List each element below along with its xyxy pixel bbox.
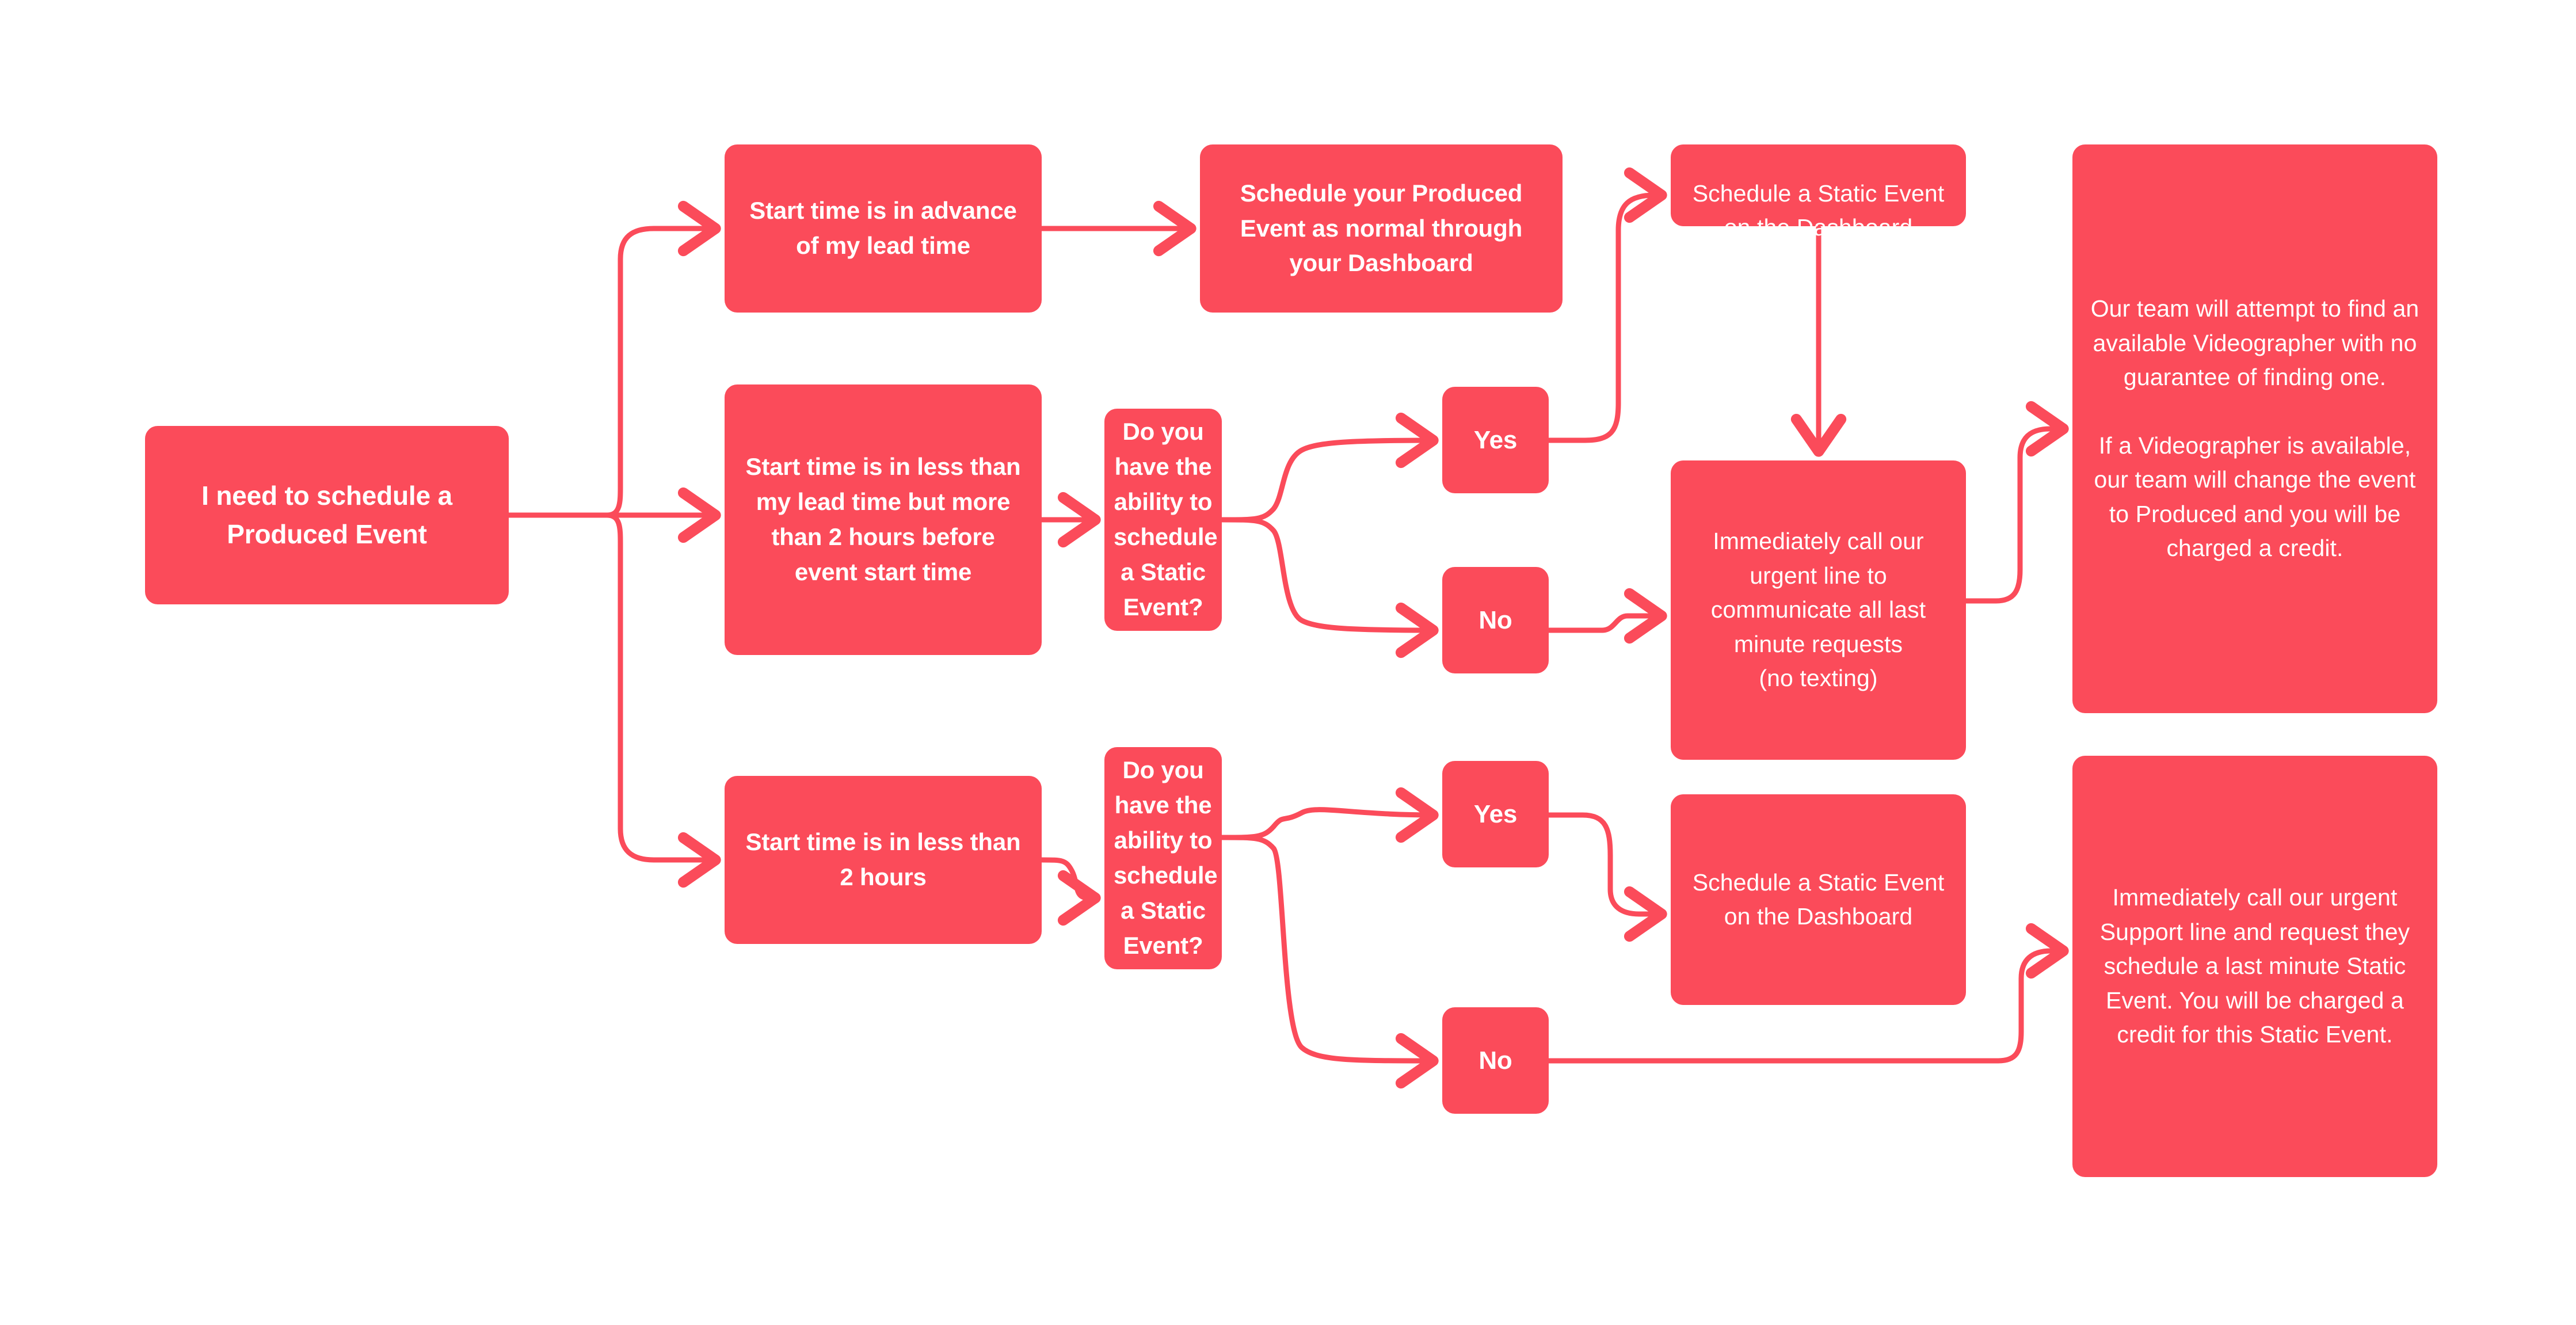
node-no-bottom[interactable]: No — [1442, 1007, 1549, 1114]
node-branch-less-lead[interactable]: Start time is in less than my lead time … — [725, 384, 1042, 655]
node-decision-bottom-label: Do you have the ability to schedule a St… — [1114, 756, 1218, 959]
edge-decision-mid-to-no — [1219, 517, 1439, 658]
edge-urgent-line-to-videographer — [1963, 401, 2069, 604]
node-branch-under-2h-label: Start time is in less than 2 hours — [745, 828, 1021, 890]
edge-start-to-advance — [506, 200, 721, 518]
edge-no-mid-to-urgent-line — [1546, 588, 1667, 644]
node-support-line-label: Immediately call our urgent Support line… — [2099, 884, 2410, 1048]
node-yes-mid[interactable]: Yes — [1442, 387, 1549, 493]
node-branch-under-2h[interactable]: Start time is in less than 2 hours — [725, 776, 1042, 944]
node-videographer-label: Our team will attempt to find an availab… — [2090, 295, 2419, 562]
node-branch-advance[interactable]: Start time is in advance of my lead time — [725, 144, 1042, 313]
node-start-label: I need to schedule a Produced Event — [201, 481, 452, 549]
node-yes-mid-label: Yes — [1473, 425, 1518, 454]
edge-start-to-under-2h — [506, 512, 721, 888]
node-start[interactable]: I need to schedule a Produced Event — [145, 426, 509, 604]
node-yes-bottom[interactable]: Yes — [1442, 761, 1549, 867]
node-no-mid[interactable]: No — [1442, 567, 1549, 673]
node-schedule-normal[interactable]: Schedule your Produced Event as normal t… — [1200, 144, 1563, 313]
node-branch-advance-label: Start time is in advance of my lead time — [749, 197, 1017, 259]
node-urgent-line-label: Immediately call our urgent line to comm… — [1710, 528, 1926, 692]
edge-yes-bottom-to-static-bottom — [1546, 812, 1667, 942]
node-static-top-label: Schedule a Static Event on the Dashboard — [1692, 180, 1945, 241]
node-videographer[interactable]: Our team will attempt to find an availab… — [2072, 144, 2437, 713]
node-yes-bottom-label: Yes — [1473, 799, 1518, 828]
node-static-top[interactable]: Schedule a Static Event on the Dashboard — [1671, 144, 1966, 241]
edge-decision-bottom-to-yes — [1219, 787, 1439, 843]
node-decision-bottom[interactable]: Do you have the ability to schedule a St… — [1104, 747, 1222, 969]
node-no-bottom-label: No — [1478, 1046, 1512, 1075]
edge-decision-bottom-to-no — [1219, 835, 1439, 1089]
edge-yes-mid-to-static-top — [1546, 167, 1667, 443]
node-schedule-normal-label: Schedule your Produced Event as normal t… — [1240, 179, 1523, 277]
edge-decision-mid-to-yes — [1219, 412, 1439, 523]
node-decision-mid-label: Do you have the ability to schedule a St… — [1114, 418, 1218, 620]
node-decision-mid[interactable]: Do you have the ability to schedule a St… — [1104, 409, 1222, 631]
node-no-mid-label: No — [1478, 606, 1512, 634]
node-urgent-line[interactable]: Immediately call our urgent line to comm… — [1671, 460, 1966, 760]
node-support-line[interactable]: Immediately call our urgent Support line… — [2072, 756, 2437, 1177]
node-branch-less-lead-label: Start time is in less than my lead time … — [745, 453, 1021, 585]
node-static-bottom-label: Schedule a Static Event on the Dashboard — [1692, 869, 1945, 930]
node-static-bottom[interactable]: Schedule a Static Event on the Dashboard — [1671, 794, 1966, 1005]
edge-under-2h-to-decision-bottom — [1039, 857, 1101, 926]
